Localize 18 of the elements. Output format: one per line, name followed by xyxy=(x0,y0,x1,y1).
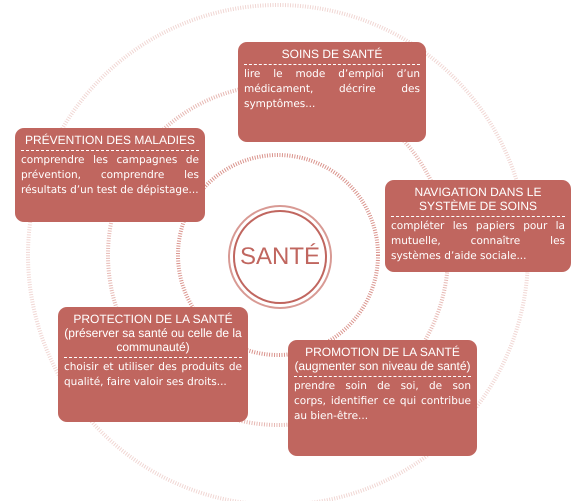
card-subheading: (préserver sa santé ou celle de la communauté) xyxy=(64,326,242,354)
topic-card xyxy=(238,42,426,142)
card-heading: NAVIGATION DANS LE SYSTÈME DE SOINS xyxy=(414,185,542,213)
card-description: prendre soin de soi, de son corps, identifier ce qui contribue au bien-être... xyxy=(294,376,471,424)
center-title: SANTÉ xyxy=(240,243,320,271)
topic-card xyxy=(15,128,205,222)
topic-card xyxy=(288,340,477,456)
card-description: choisir et utiliser des produits de qualité, faire valoir ses droits... xyxy=(64,357,242,390)
card-heading: PROMOTION DE LA SANTÉ xyxy=(304,345,461,359)
card-description: compléter les papiers pour la mutuelle, connaître les systèmes d’aide sociale... xyxy=(391,216,565,264)
card-description: comprendre les campagnes de prévention, comprendre les résultats d’un test de dépistage... xyxy=(21,150,199,198)
topic-card xyxy=(58,307,248,422)
card-heading: SOINS DE SANTÉ xyxy=(280,47,384,61)
card-heading: PROTECTION DE LA SANTÉ xyxy=(72,312,234,326)
card-heading: PRÉVENTION DES MALADIES xyxy=(24,133,196,147)
card-subheading: (augmenter son niveau de santé) xyxy=(294,359,471,373)
card-description: lire le mode d’emploi d’un médicament, décrire des symptômes... xyxy=(244,64,420,112)
topic-card xyxy=(385,180,571,272)
